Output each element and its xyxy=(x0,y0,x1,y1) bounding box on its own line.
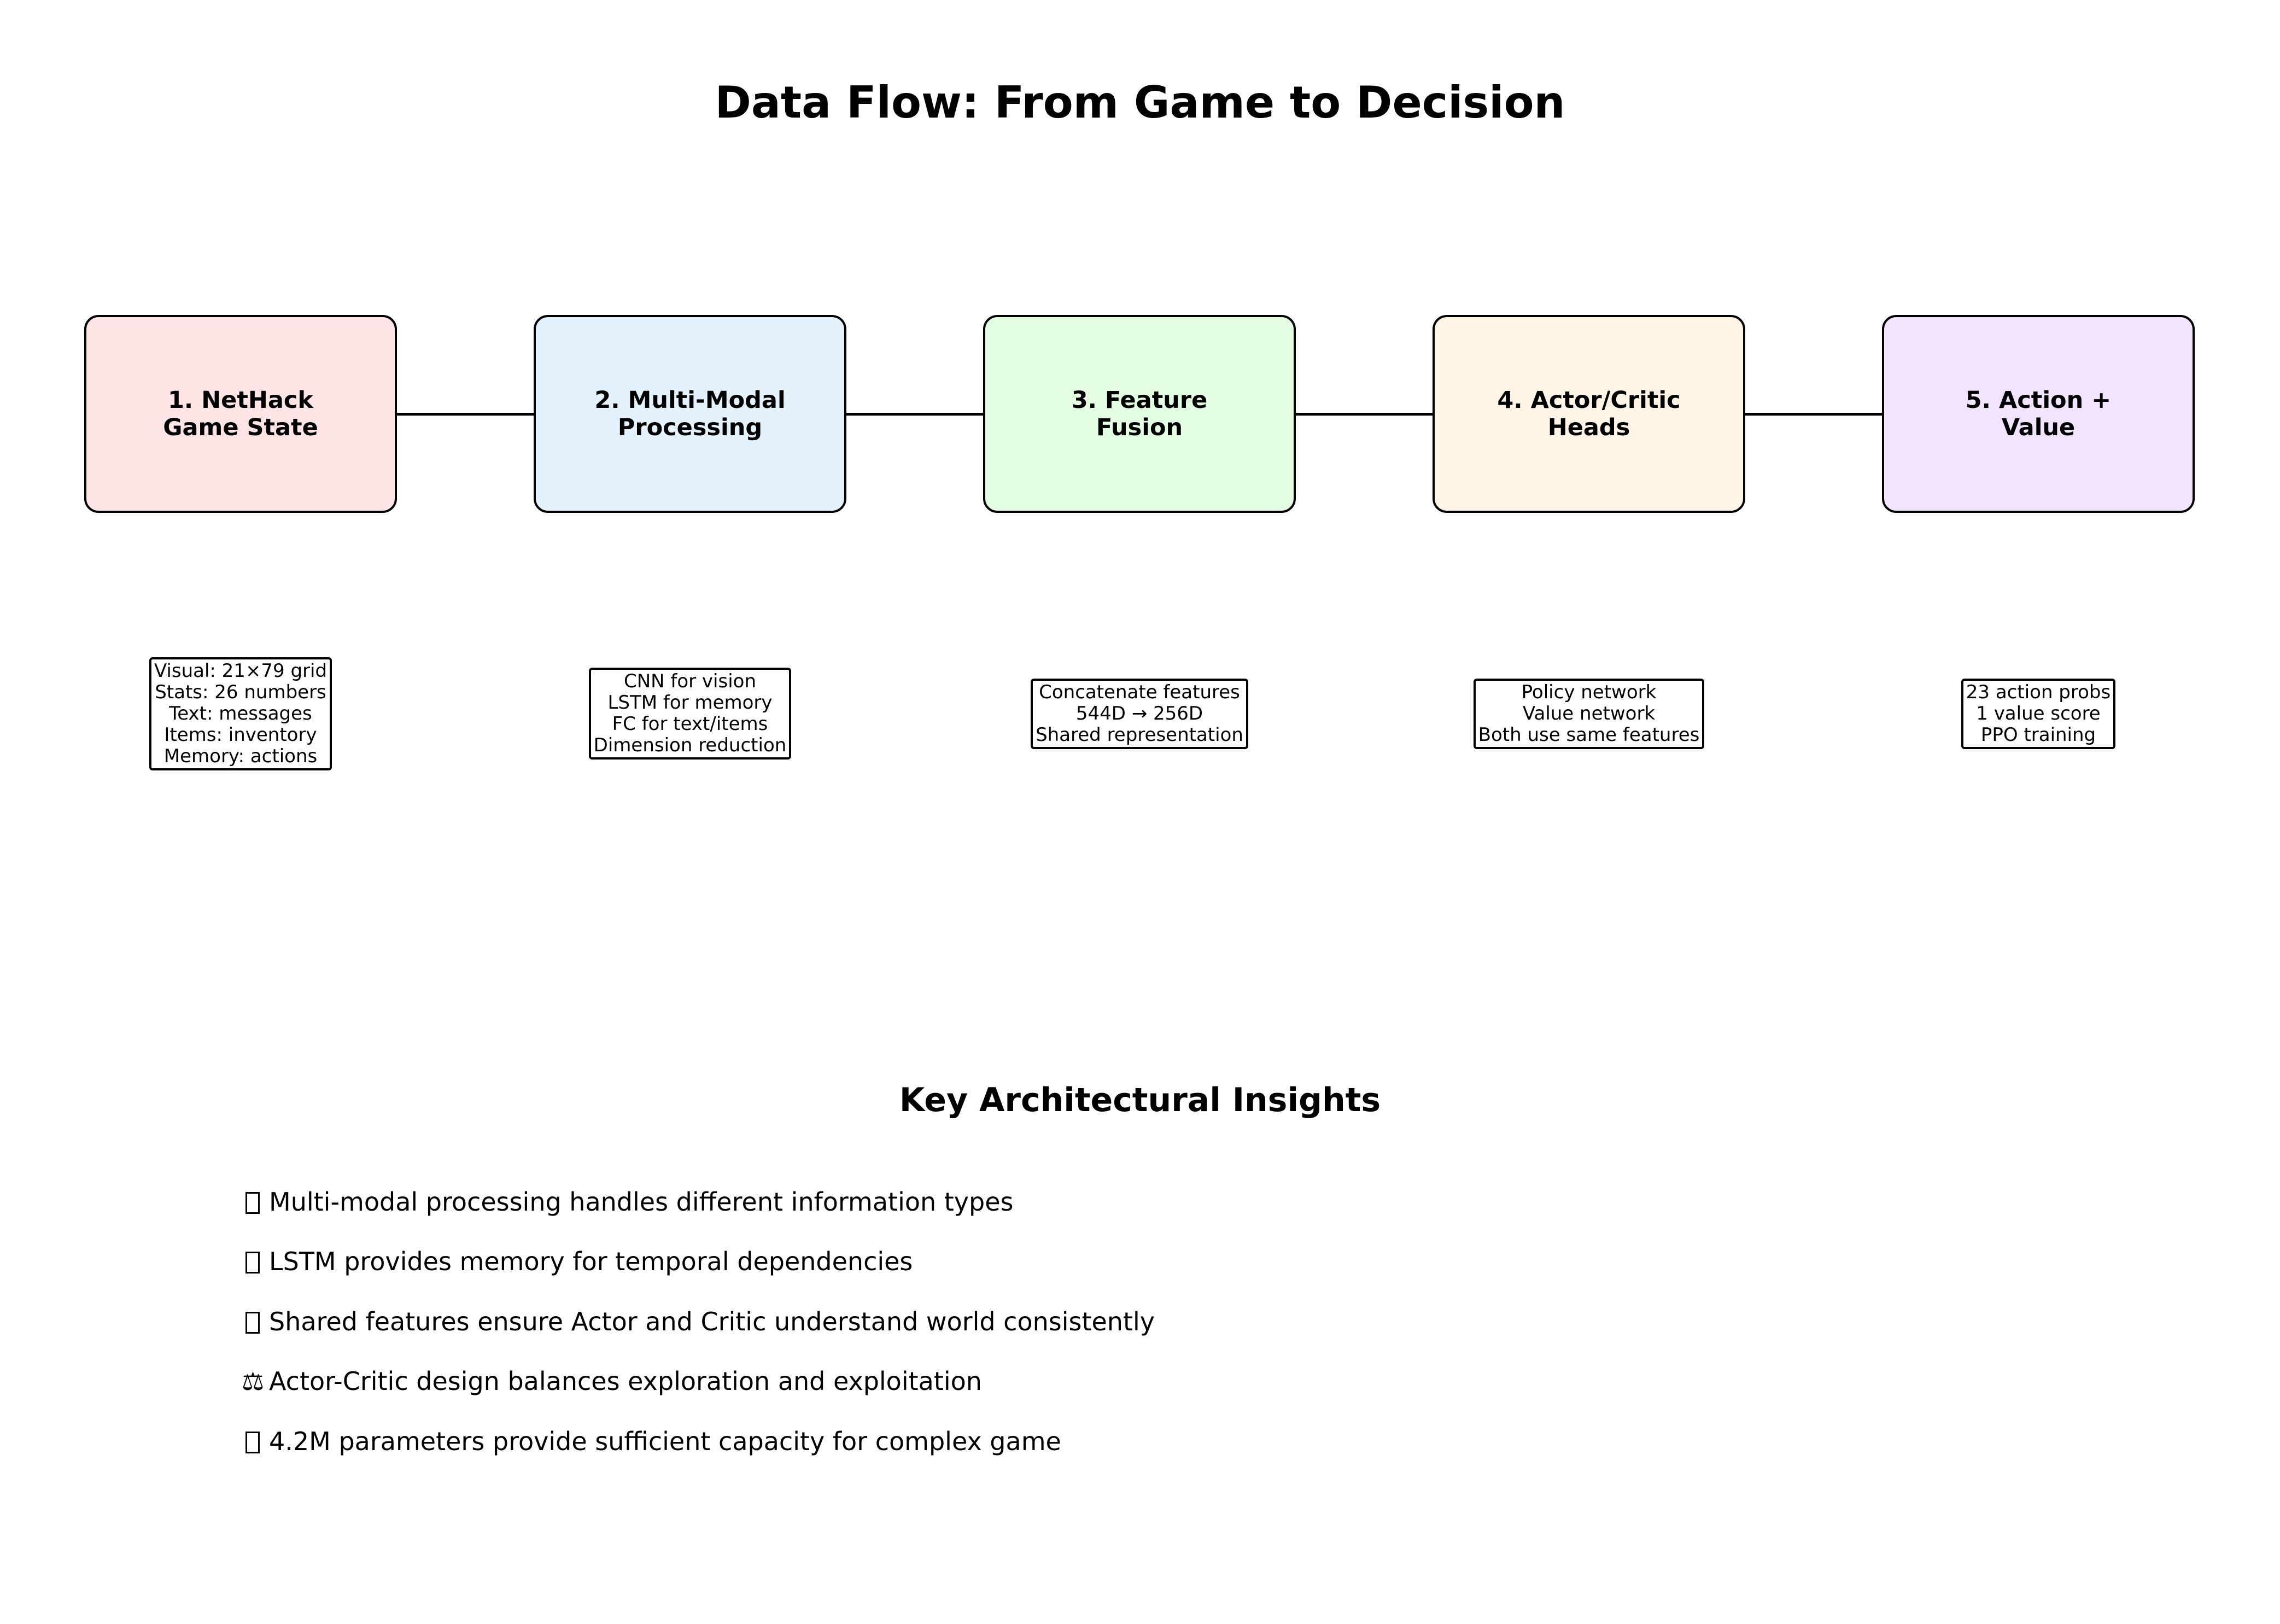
insight-text: Multi-modal processing handles different… xyxy=(269,1187,1014,1217)
balance-scale-icon: ⚖ xyxy=(242,1366,265,1396)
missing-glyph-icon xyxy=(242,1245,264,1278)
stage-details-5-wrap: 23 action probs 1 value score PPO traini… xyxy=(1820,659,2257,768)
stage-box-1: 1. NetHack Game State xyxy=(84,315,397,513)
stage-box-4: 4. Actor/Critic Heads xyxy=(1433,315,1745,513)
connector-4-5 xyxy=(1724,413,1883,416)
missing-glyph-icon xyxy=(242,1185,264,1218)
stage-details-4-wrap: Policy network Value network Both use sa… xyxy=(1370,659,1808,768)
stage-details-3: Concatenate features 544D → 256D Shared … xyxy=(1031,678,1248,749)
insights-title: Key Architectural Insights xyxy=(899,1081,1381,1119)
stage-details-2-wrap: CNN for vision LSTM for memory FC for te… xyxy=(471,659,909,768)
stage-box-2: 2. Multi-Modal Processing xyxy=(534,315,846,513)
stage-details-5: 23 action probs 1 value score PPO traini… xyxy=(1961,678,2116,749)
diagram-title: Data Flow: From Game to Decision xyxy=(715,77,1565,128)
insight-item-5: 4.2M parameters provide sufficient capac… xyxy=(242,1425,1061,1458)
stage-box-3: 3. Feature Fusion xyxy=(983,315,1296,513)
insight-text: Actor-Critic design balances exploration… xyxy=(269,1366,982,1396)
insight-text: Shared features ensure Actor and Critic … xyxy=(269,1307,1155,1336)
stage-details-2: CNN for vision LSTM for memory FC for te… xyxy=(588,668,792,760)
insight-item-2: LSTM provides memory for temporal depend… xyxy=(242,1245,913,1278)
stage-box-5: 5. Action + Value xyxy=(1882,315,2195,513)
insight-item-1: Multi-modal processing handles different… xyxy=(242,1185,1014,1218)
missing-glyph-icon xyxy=(242,1305,264,1338)
stage-label: 4. Actor/Critic Heads xyxy=(1497,387,1681,441)
stage-details-3-wrap: Concatenate features 544D → 256D Shared … xyxy=(921,659,1358,768)
insight-text: LSTM provides memory for temporal depend… xyxy=(269,1247,913,1276)
stage-details-1-wrap: Visual: 21×79 grid Stats: 26 numbers Tex… xyxy=(22,657,459,770)
insight-item-4: ⚖Actor-Critic design balances exploratio… xyxy=(242,1365,982,1398)
connector-3-4 xyxy=(1275,413,1434,416)
stage-label: 3. Feature Fusion xyxy=(1071,387,1208,441)
stage-label: 1. NetHack Game State xyxy=(163,387,318,441)
connector-2-3 xyxy=(826,413,984,416)
stage-label: 2. Multi-Modal Processing xyxy=(594,387,786,441)
insight-text: 4.2M parameters provide sufficient capac… xyxy=(269,1427,1061,1456)
insight-item-3: Shared features ensure Actor and Critic … xyxy=(242,1305,1155,1338)
connector-1-2 xyxy=(376,413,535,416)
stage-details-4: Policy network Value network Both use sa… xyxy=(1473,678,1705,749)
missing-glyph-icon xyxy=(242,1425,264,1458)
stage-label: 5. Action + Value xyxy=(1965,387,2112,441)
stage-details-1: Visual: 21×79 grid Stats: 26 numbers Tex… xyxy=(149,657,332,770)
